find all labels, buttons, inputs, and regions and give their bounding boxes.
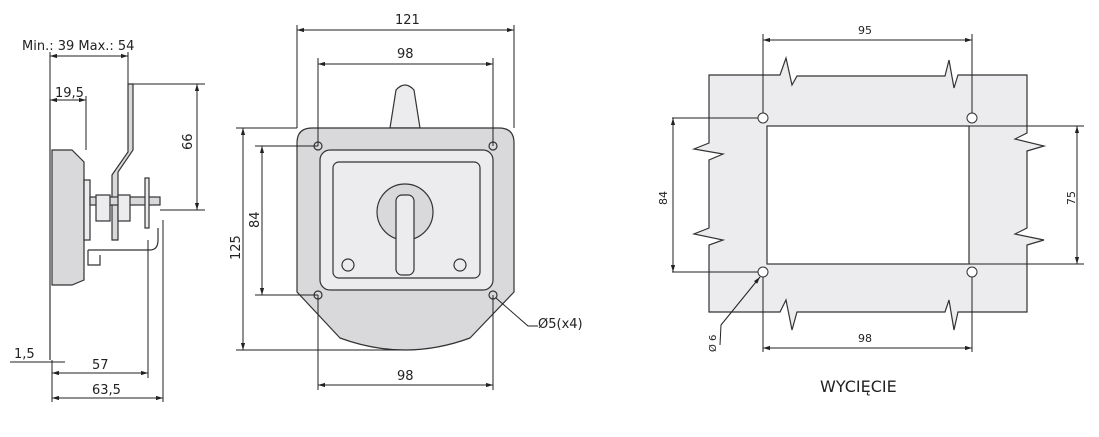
- dim-98-bottom: 98: [397, 369, 414, 384]
- side-view: Min.: 39 Max.: 54 19,5 66 1,5 57 63,5: [10, 39, 205, 402]
- dim-121: 121: [395, 13, 420, 28]
- cutout-title: WYCIĘCIE: [820, 377, 897, 396]
- t-handle: [395, 194, 415, 276]
- dim-1-5: 1,5: [14, 347, 35, 362]
- dim-19-5: 19,5: [55, 86, 84, 101]
- handle-top: [389, 84, 421, 129]
- grip-range-label: Min.: 39 Max.: 54: [22, 39, 134, 54]
- nut: [95, 194, 111, 222]
- hole-callout: Ø5(x4): [538, 317, 583, 332]
- cam-plate: [144, 177, 150, 229]
- dim-98-top: 98: [397, 47, 414, 62]
- dim-75: 75: [1065, 191, 1078, 205]
- hole-diameter-label: Ø 6: [707, 335, 719, 352]
- dim-84: 84: [248, 211, 263, 228]
- dim-84-cutout: 84: [657, 191, 670, 205]
- hole: [966, 112, 978, 124]
- cutout-view: 95 84 75 98 Ø 6 WYCIĘCIE: [657, 24, 1084, 396]
- cutout-opening: [766, 125, 970, 265]
- hole: [757, 266, 769, 278]
- hole: [966, 266, 978, 278]
- hole: [757, 112, 769, 124]
- housing: [51, 149, 85, 286]
- dim-57: 57: [92, 358, 109, 373]
- dim-66: 66: [181, 133, 196, 150]
- dim-95: 95: [858, 24, 872, 37]
- nut: [117, 194, 131, 222]
- dim-98-cutout: 98: [858, 332, 872, 345]
- front-view: 121 98 84 125 98 Ø5(x4): [229, 13, 583, 390]
- lower-bracket: [87, 228, 159, 266]
- dim-125: 125: [229, 235, 244, 260]
- washer: [83, 179, 91, 241]
- dim-63-5: 63,5: [92, 383, 121, 398]
